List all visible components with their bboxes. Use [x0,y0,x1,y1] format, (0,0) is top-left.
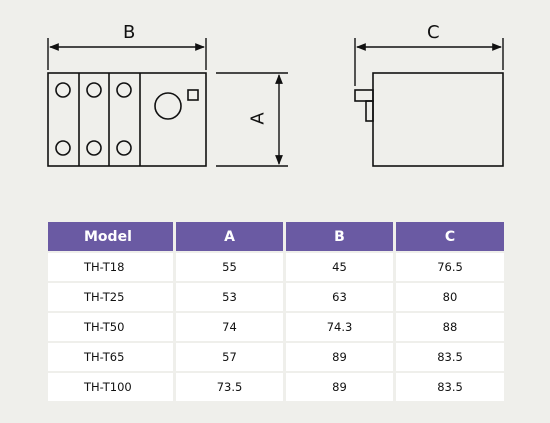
header-cell-a: A [176,222,286,251]
terminal-hole [55,82,71,98]
header-cell-c: C [396,222,504,251]
cell-c: 80 [396,283,504,311]
cell-b: 74.3 [286,313,396,341]
side-view [354,72,504,167]
dimension-b [47,38,207,70]
front-view [47,72,207,167]
cell-model: TH-T25 [48,283,176,311]
reset-button [187,89,199,101]
terminal-hole [55,140,71,156]
table-row: TH-T25 53 63 80 [48,283,504,311]
cell-model: TH-T50 [48,313,176,341]
cell-b: 89 [286,343,396,371]
terminal-hole [86,82,102,98]
header-cell-model: Model [48,222,176,251]
dimension-b-label: B [123,22,136,43]
table-row: TH-T65 57 89 83.5 [48,343,504,371]
side-tab [354,89,374,102]
dimension-a-label: A [247,112,269,125]
dimension-a [216,72,288,167]
cell-c: 88 [396,313,504,341]
table-header-row: Model A B C [48,222,504,251]
cell-model: TH-T100 [48,373,176,401]
side-clip [365,100,374,122]
side-view-body [372,72,504,167]
cell-b: 45 [286,253,396,281]
cell-c: 76.5 [396,253,504,281]
cell-a: 53 [176,283,286,311]
header-cell-b: B [286,222,396,251]
terminal-hole [86,140,102,156]
dimension-table: Model A B C TH-T18 55 45 76.5 TH-T25 53 … [48,222,504,401]
front-view-body [47,72,207,167]
dimension-c-label: C [427,22,440,43]
cell-a: 73.5 [176,373,286,401]
terminal-hole [116,140,132,156]
terminal-hole [116,82,132,98]
cell-model: TH-T18 [48,253,176,281]
dimension-c [354,38,504,86]
cell-b: 63 [286,283,396,311]
adjustment-dial [154,92,182,120]
cell-c: 83.5 [396,343,504,371]
table-row: TH-T100 73.5 89 83.5 [48,373,504,401]
table-row: TH-T50 74 74.3 88 [48,313,504,341]
cell-c: 83.5 [396,373,504,401]
table-row: TH-T18 55 45 76.5 [48,253,504,281]
cell-a: 55 [176,253,286,281]
cell-b: 89 [286,373,396,401]
cell-a: 74 [176,313,286,341]
cell-model: TH-T65 [48,343,176,371]
cell-a: 57 [176,343,286,371]
